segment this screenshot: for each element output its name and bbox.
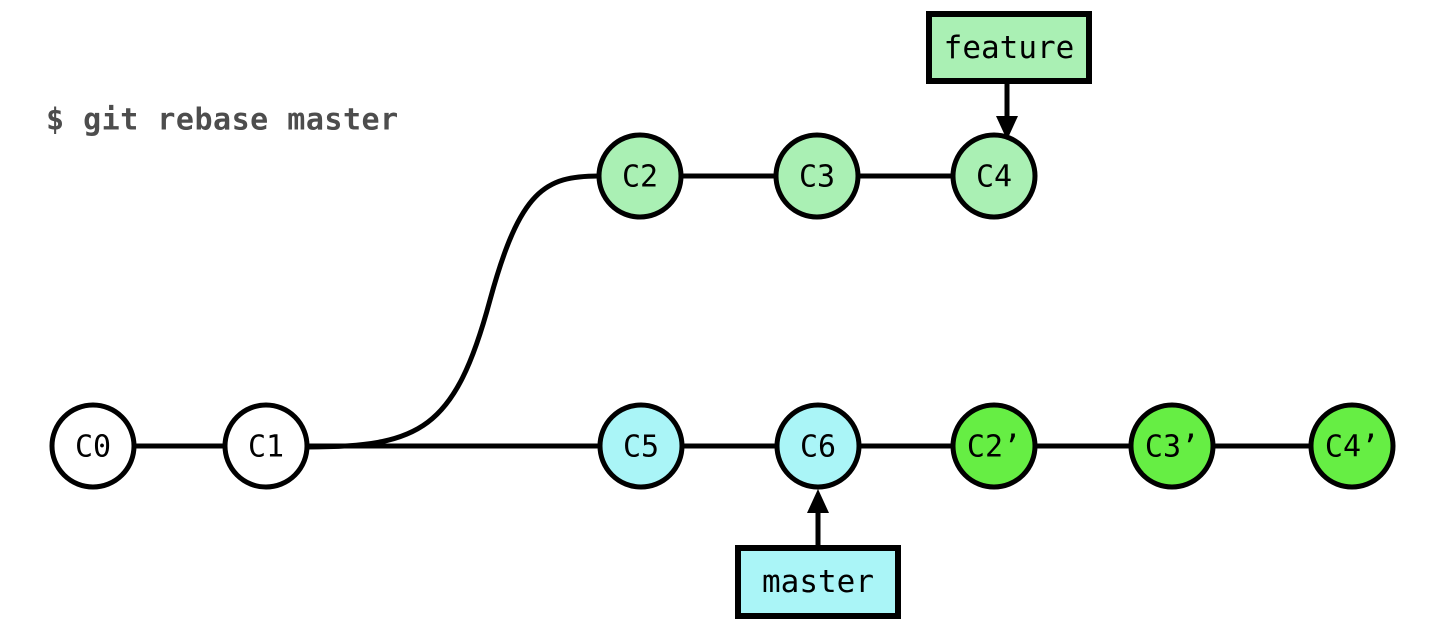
commit-node-c3[interactable]: C3 [773, 132, 861, 220]
commit-circle-c1 [222, 402, 310, 490]
commit-edges [134, 173, 1311, 449]
ref-master[interactable]: master [735, 489, 901, 619]
commit-node-c6[interactable]: C6 [774, 402, 862, 490]
commit-node-c1[interactable]: C1 [222, 402, 310, 490]
branch-ref-labels: feature master [735, 11, 1092, 619]
commit-label-c1: C1 [248, 430, 284, 465]
commit-circle-c4 [950, 132, 1038, 220]
ref-label-feature: feature [944, 30, 1075, 66]
commit-node-c3p[interactable]: C3’ [1128, 402, 1216, 490]
commit-circle-c5 [597, 402, 685, 490]
ref-box-feature [926, 11, 1092, 84]
shell-command-text: $ git rebase master [46, 103, 399, 138]
commit-circle-c0 [49, 402, 137, 490]
commit-label-c0: C0 [75, 430, 111, 465]
commit-label-c3p: C3’ [1145, 430, 1199, 465]
commit-label-c2p: C2’ [967, 430, 1021, 465]
commit-label-c4: C4 [976, 160, 1012, 195]
commit-circle-c4p [1308, 402, 1396, 490]
commit-node-c0[interactable]: C0 [49, 402, 137, 490]
ref-feature[interactable]: feature [926, 11, 1092, 140]
commit-circle-c6 [774, 402, 862, 490]
commit-node-c4[interactable]: C4 [950, 132, 1038, 220]
commit-node-c5[interactable]: C5 [597, 402, 685, 490]
commit-circle-c2p [950, 402, 1038, 490]
commit-label-c2: C2 [622, 160, 658, 195]
commit-node-c4p[interactable]: C4’ [1308, 402, 1396, 490]
commit-label-c3: C3 [799, 160, 835, 195]
commit-circle-c2 [596, 132, 684, 220]
commit-label-c4p: C4’ [1325, 430, 1379, 465]
commit-circle-c3p [1128, 402, 1216, 490]
commit-label-c6: C6 [800, 430, 836, 465]
ref-arrow-head-feature [996, 116, 1018, 140]
commit-node-c2[interactable]: C2 [596, 132, 684, 220]
ref-label-master: master [762, 564, 874, 600]
branch-curve-c1-to-c2 [306, 173, 600, 450]
commit-label-c5: C5 [623, 430, 659, 465]
commit-circle-c3 [773, 132, 861, 220]
commit-node-c2p[interactable]: C2’ [950, 402, 1038, 490]
ref-box-master [735, 545, 901, 619]
ref-arrow-head-master [807, 489, 829, 513]
